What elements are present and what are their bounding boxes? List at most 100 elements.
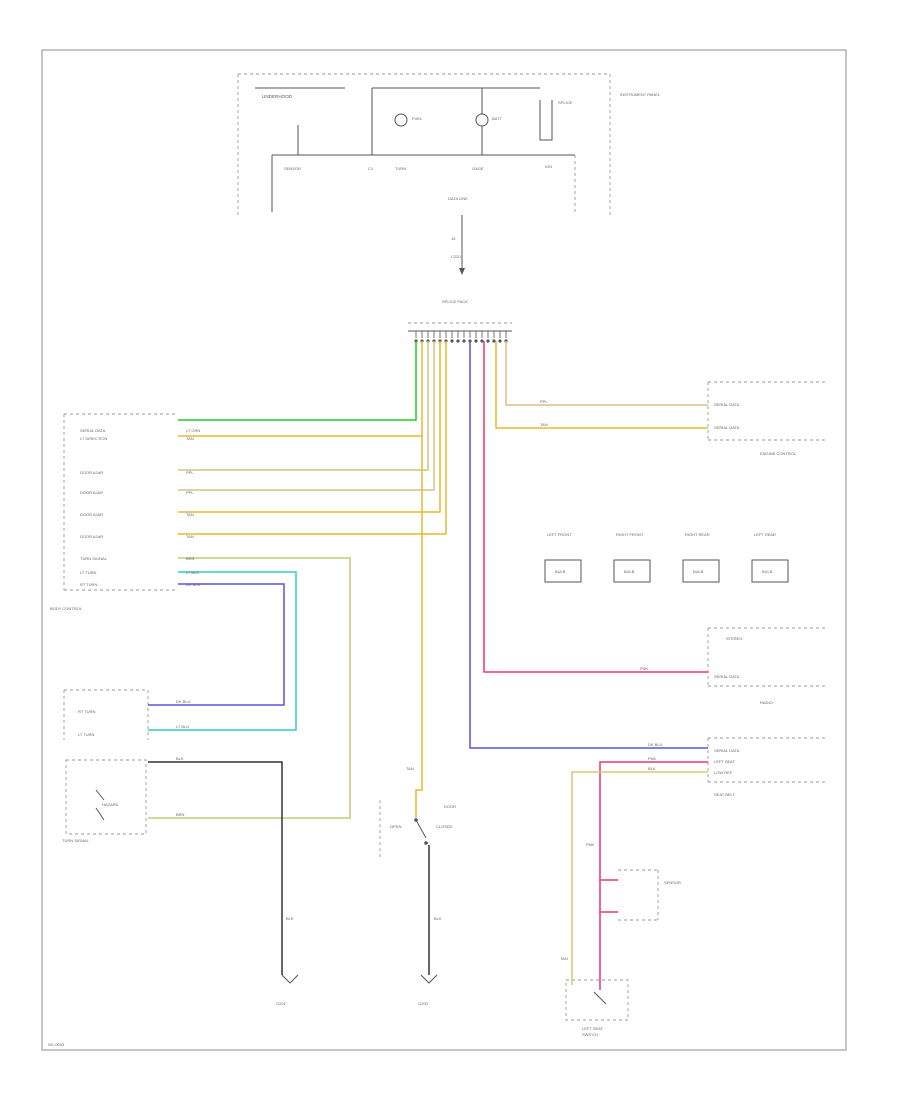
ref-1: 16 bbox=[451, 236, 456, 241]
wire-lt-blue bbox=[148, 571, 297, 731]
wire-dk-blue-2 bbox=[148, 583, 285, 706]
turn-switch-wire-label-4: BRN bbox=[176, 812, 185, 817]
junction-pin bbox=[498, 339, 502, 343]
stereo-module: STEREO SERIAL DATA RADIO bbox=[707, 627, 828, 705]
seat-wire-2: TAN bbox=[560, 956, 568, 961]
bulb-id: BULB bbox=[762, 569, 773, 574]
module-name: INSTRUMENT PANEL bbox=[620, 92, 661, 97]
engine-wire-label-1: PPL bbox=[540, 399, 548, 404]
wire-yellow-green bbox=[148, 557, 351, 819]
col-turn-label: TURN bbox=[395, 166, 406, 171]
door-switch-label: DOOR bbox=[444, 804, 456, 809]
splice-label: SPLICE bbox=[558, 100, 573, 105]
turn-signal-switch: RT TURN LT TURN HAZARD TURN SIGNAL bbox=[62, 689, 149, 843]
wire-tan-3 bbox=[178, 341, 447, 535]
door-open-label: OPEN bbox=[390, 824, 401, 829]
engine-control-module: SERIAL DATA SERIAL DATA ENGINE CONTROL bbox=[707, 381, 828, 456]
bulb-id: BULB bbox=[624, 569, 635, 574]
body-control-title: BODY CONTROL bbox=[50, 606, 83, 611]
seat-belt-wire-label-3: BLK bbox=[648, 766, 656, 771]
stereo-title: STEREO bbox=[726, 636, 742, 641]
ground-g200: BLK G200 bbox=[418, 916, 442, 1006]
bulb-label: RIGHT REAR bbox=[685, 532, 710, 537]
footer-code: W1-0003 bbox=[48, 1042, 65, 1047]
wire-tan-engine bbox=[495, 341, 708, 429]
bulb-box bbox=[613, 559, 651, 583]
wire-purple-2 bbox=[178, 341, 435, 491]
splice-pack: SPLICE PACK bbox=[408, 299, 512, 343]
wire-group bbox=[148, 341, 708, 990]
bulb-label: LEFT REAR bbox=[754, 532, 776, 537]
down-arrow-icon bbox=[459, 268, 465, 275]
splice-pack-title: SPLICE PACK bbox=[442, 299, 468, 304]
bulb-box bbox=[544, 559, 582, 583]
engine-control-title: ENGINE CONTROL bbox=[760, 451, 797, 456]
body-control-row: RT TURN bbox=[80, 582, 97, 587]
body-control-wire-label: PPL bbox=[186, 490, 194, 495]
gauge-fuel-label: FUEL bbox=[412, 116, 423, 121]
seat-wire-1: PNK bbox=[586, 842, 595, 847]
body-control-wire-label: TAN bbox=[186, 512, 194, 517]
ground2-wire: BLK bbox=[434, 916, 442, 921]
gauge-batt-label: BATT bbox=[492, 116, 502, 121]
turn-switch-wire-label-1: DK BLU bbox=[176, 699, 191, 704]
body-control-row: DOOR AJAR bbox=[80, 490, 103, 495]
seat-belt-title: SERIAL DATA bbox=[714, 748, 740, 753]
turn-switch-wire-label-3: BLK bbox=[176, 756, 184, 761]
junction-pin bbox=[474, 339, 478, 343]
seat-belt-wire-label-2: PNK bbox=[648, 756, 657, 761]
engine-row-2: SERIAL DATA bbox=[714, 425, 740, 430]
engine-row-1: SERIAL DATA bbox=[714, 402, 740, 407]
body-control-row: TURN SIGNAL bbox=[80, 556, 108, 561]
fuel-gauge-icon bbox=[394, 113, 408, 127]
bulb-box bbox=[751, 559, 789, 583]
splice-icon bbox=[539, 100, 553, 141]
wire-purple-1 bbox=[178, 341, 429, 471]
ground1-icon bbox=[281, 974, 299, 984]
col-gage-label: GAGE bbox=[472, 166, 484, 171]
engine-wire-label-2: TAN bbox=[540, 422, 548, 427]
seat-belt-module: SERIAL DATA LEFT SEAT LOW REF SEAT BELT bbox=[707, 737, 828, 797]
ground2-label: G200 bbox=[418, 1001, 429, 1006]
wire-pink-stereo bbox=[483, 341, 708, 673]
junction-pin bbox=[486, 339, 490, 343]
pin-label: C1 bbox=[368, 166, 374, 171]
body-control-row: DOOR AJAR bbox=[80, 512, 103, 517]
bulb-id: BULB bbox=[693, 569, 704, 574]
stereo-row: SERIAL DATA bbox=[714, 674, 740, 679]
bulb-label: LEFT FRONT bbox=[547, 532, 572, 537]
body-control-wire-label: TAN bbox=[186, 436, 194, 441]
body-control-wire-label: BRN bbox=[186, 556, 195, 561]
ground1-wire: BLK bbox=[286, 916, 294, 921]
wire-tan-2 bbox=[178, 341, 441, 513]
seat-sensor: SENSOR LEFT SEAT SWITCH PNK TAN bbox=[560, 842, 681, 1037]
battery-gauge-icon bbox=[475, 113, 489, 127]
body-control-row: DOOR AJAR bbox=[80, 534, 103, 539]
bulb-box bbox=[682, 559, 720, 583]
junction-pin bbox=[480, 339, 484, 343]
ground1-label: G201 bbox=[276, 1001, 287, 1006]
stereo-wire-label: PNK bbox=[640, 666, 649, 671]
connector-label: DATA LINK bbox=[448, 196, 468, 201]
junction-pin bbox=[450, 339, 454, 343]
bulb-id: BULB bbox=[555, 569, 566, 574]
door-closed-label: CLOSED bbox=[436, 824, 453, 829]
stereo-desc: RADIO bbox=[760, 700, 773, 705]
ref-2: C220 bbox=[451, 254, 461, 259]
instrument-panel-module: UNDERHOOD FUEL BATT SPLICE INSTRUMENT PA… bbox=[237, 73, 661, 275]
col-ign-label: IGN bbox=[545, 164, 552, 169]
door-switch: OPEN CLOSED DOOR TAN bbox=[379, 766, 456, 860]
wire-tan-door bbox=[415, 436, 423, 818]
turn-switch-row-1: RT TURN bbox=[78, 709, 95, 714]
junction-pin bbox=[456, 339, 460, 343]
body-control-row: LT DIRECTION bbox=[80, 436, 108, 441]
ground2-icon bbox=[420, 974, 438, 984]
body-control-row: DOOR AJAR bbox=[80, 470, 103, 475]
col-sensor-label: SENSOR bbox=[284, 166, 301, 171]
body-control-wire-label: PPL bbox=[186, 470, 194, 475]
turn-signal-desc: TURN SIGNAL bbox=[62, 838, 90, 843]
